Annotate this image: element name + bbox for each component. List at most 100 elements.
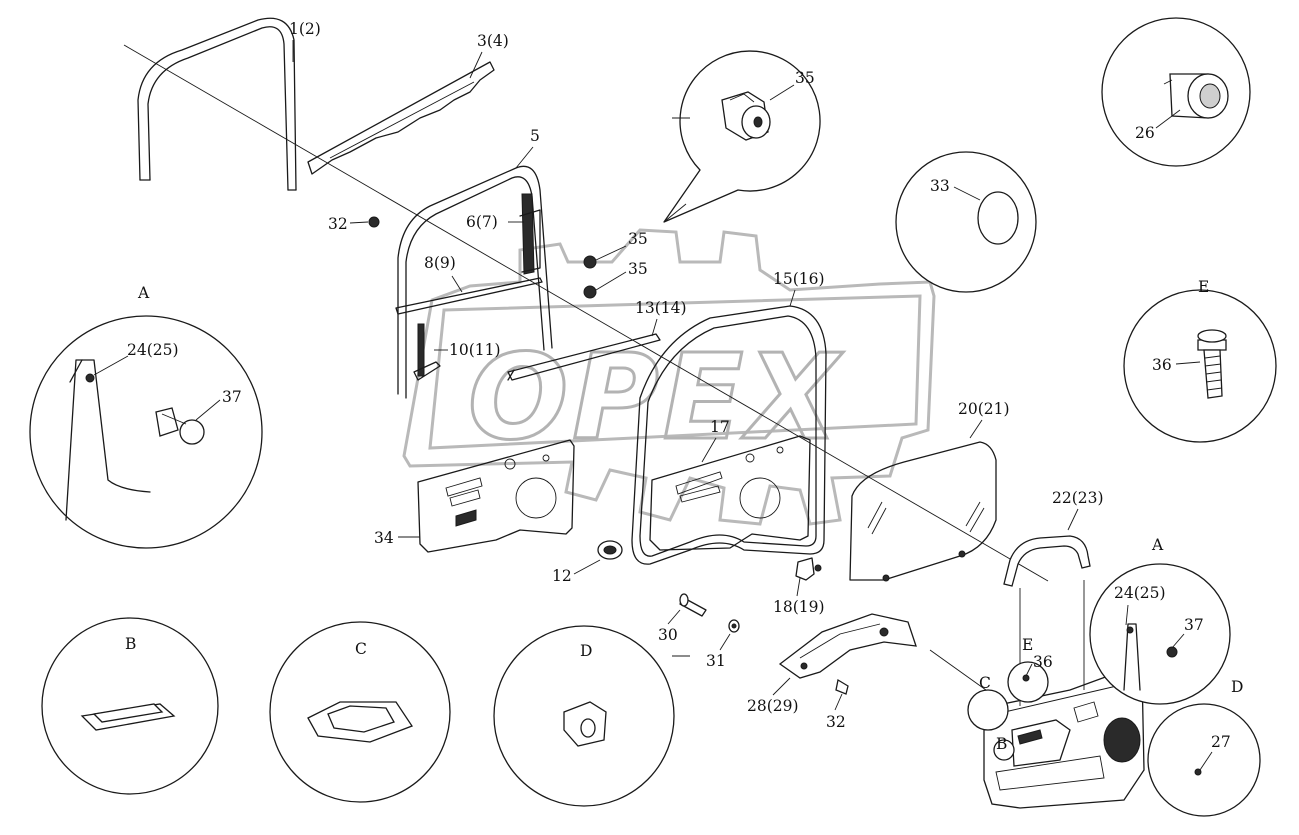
detail-circle-E-small: [1007, 661, 1049, 703]
part-label-l-33: 33: [930, 177, 950, 195]
part-label-l-34: 34: [374, 529, 394, 547]
regulator-bracket: [795, 557, 822, 581]
detail-circle-B-small: [993, 739, 1015, 761]
part-label-l-1-2: 1(2): [289, 20, 321, 38]
leader-l-35c: [769, 84, 795, 101]
detail-letter-D-small: D: [1231, 678, 1243, 696]
detail-circle-A-small: [1089, 563, 1231, 705]
detail-letter-B-top: B: [125, 635, 136, 653]
part-label-l-35b: 35: [628, 260, 648, 278]
part-label-l-24-25b: 24(25): [1114, 584, 1166, 602]
leader-l-28-29: [772, 677, 791, 696]
part-label-l-5: 5: [530, 127, 540, 145]
outer-belt-weatherstrip: [507, 333, 661, 381]
part-label-l-32b: 32: [826, 713, 846, 731]
leader-l-35a: [595, 245, 627, 261]
detail-circle-A: [29, 315, 263, 549]
glass-run-channel: [397, 165, 553, 399]
leader-l-35b: [595, 271, 627, 291]
callout-layer: 1(2)3(4)56(7)323535358(9)13(14)15(16)10(…: [93, 20, 1231, 771]
leader-l-37b: [1171, 633, 1185, 649]
detail-circle-E: [1123, 289, 1277, 443]
detail-circle-D: [493, 625, 675, 807]
part-label-l-15-16: 15(16): [773, 270, 825, 288]
door-glass: [849, 441, 997, 582]
inner-belt-weatherstrip: [395, 277, 543, 315]
division-bar: [519, 193, 541, 275]
part-label-l-18-19: 18(19): [773, 598, 825, 616]
bolt-30: [679, 593, 707, 617]
part-label-l-27: 27: [1211, 733, 1231, 751]
leader-l-12: [573, 559, 601, 575]
armrest-bracket: [778, 613, 917, 679]
leader-l-36a: [1175, 361, 1201, 365]
detail-circle-35: [663, 50, 821, 223]
part-label-l-36a: 36: [1152, 356, 1172, 374]
part-label-l-6-7: 6(7): [466, 213, 498, 231]
leader-l-36b: [1025, 663, 1033, 677]
part-label-l-17: 17: [710, 418, 730, 436]
detail-circle-C-small: [967, 689, 1009, 731]
detail-circle-33: [895, 151, 1037, 293]
plug-32: [835, 678, 849, 695]
detail-letter-A-top: A: [137, 284, 150, 302]
leader-l-13-14: [651, 318, 658, 337]
pull-handle: [1003, 535, 1091, 587]
part-label-l-13-14: 13(14): [635, 299, 687, 317]
part-label-l-26: 26: [1135, 124, 1155, 142]
clip: [368, 216, 380, 228]
detail-circle-B: [41, 617, 219, 795]
leader-l-27: [1199, 751, 1213, 771]
leader-l-3-4: [469, 51, 483, 79]
detail-letter-B-small: B: [996, 735, 1007, 753]
fastener-35: [583, 255, 597, 299]
leader-l-30: [667, 609, 681, 625]
detail-letter-E-top: E: [1198, 278, 1209, 296]
leader-l-24-25a: [93, 355, 129, 376]
leader-l-22-23: [1067, 508, 1079, 531]
reference-line: [123, 44, 1049, 582]
trim-board: [417, 439, 575, 553]
part-label-l-35a: 35: [628, 230, 648, 248]
leader-l-32b: [834, 693, 843, 711]
detail-letter-A-small: A: [1151, 536, 1164, 554]
part-label-l-12: 12: [552, 567, 572, 585]
leader-l-20-21: [969, 419, 983, 439]
detail-letter-E-small: E: [1022, 636, 1033, 654]
leader-l-5: [515, 146, 534, 169]
part-label-l-22-23: 22(23): [1052, 489, 1104, 507]
detail-circle-26: [1101, 17, 1251, 167]
part-label-l-36b: 36: [1033, 653, 1053, 671]
part-label-l-20-21: 20(21): [958, 400, 1010, 418]
leader-l-24-25b: [1125, 604, 1129, 626]
part-label-l-30: 30: [658, 626, 678, 644]
detail-circle-C: [269, 621, 451, 803]
washer-31: [728, 619, 740, 633]
detail-letter-C-small: C: [979, 674, 991, 692]
grommet: [597, 540, 623, 560]
leader-35-callout: [663, 203, 687, 223]
leader-l-8-9: [451, 275, 463, 293]
lower-sash: [413, 323, 441, 381]
part-label-l-24-25a: 24(25): [127, 341, 179, 359]
detail-letter-layer: A B C D E A C E D B: [125, 278, 1243, 753]
detail-circle-D-small: [1147, 703, 1261, 817]
part-label-l-8-9: 8(9): [424, 254, 456, 272]
leader-l-17: [701, 437, 717, 463]
part-label-l-3-4: 3(4): [477, 32, 509, 50]
watermark-text: OPEX: [468, 328, 843, 466]
part-label-l-37b: 37: [1184, 616, 1204, 634]
leader-l-18-19: [796, 577, 801, 597]
belt-strip: [307, 61, 495, 175]
leader-l-37a: [195, 399, 221, 421]
detail-letter-D-top: D: [580, 642, 592, 660]
door-trim-panel: [929, 580, 1145, 809]
part-label-l-31: 31: [706, 652, 726, 670]
door-opening-seal: [631, 305, 827, 565]
leader-l-15-16: [789, 289, 796, 307]
detail-letter-C-top: C: [355, 640, 367, 658]
door-frame-seal: [137, 17, 297, 191]
leader-l-31: [719, 633, 731, 651]
